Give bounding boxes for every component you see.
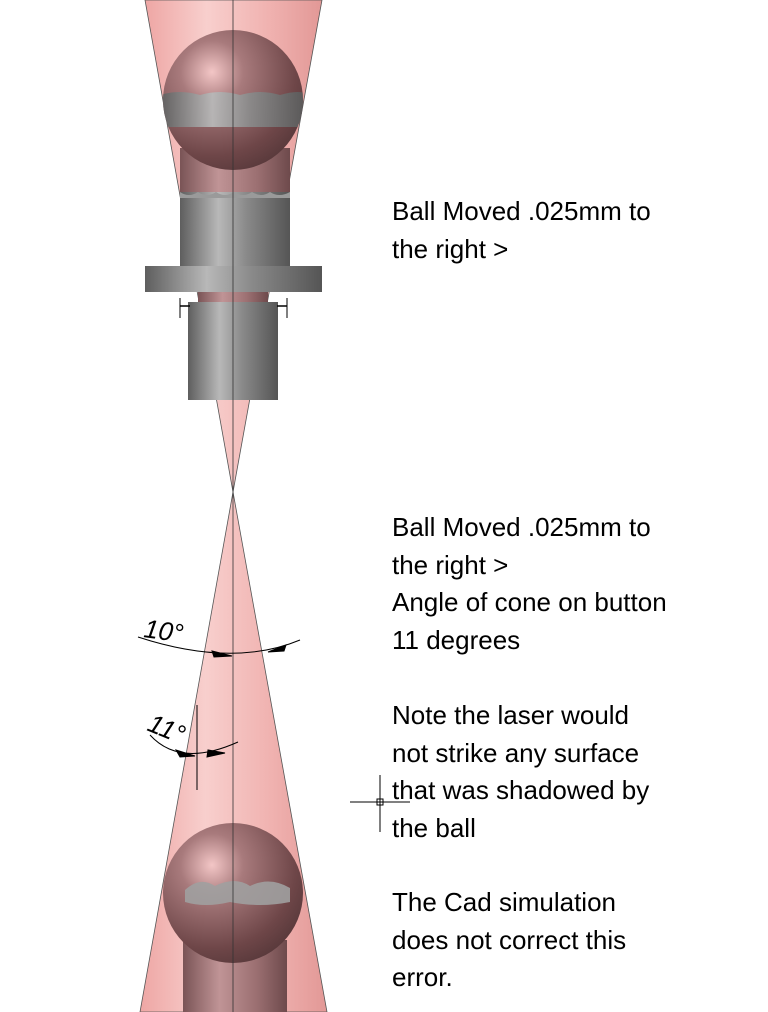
note-line: the ball — [392, 812, 476, 843]
note-ball-moved-2: Ball Moved .025mm to the right > Angle o… — [392, 509, 667, 659]
note-line: does not correct this — [392, 924, 627, 955]
note-line: Ball Moved .025mm to — [392, 196, 651, 226]
note-line: 11 degrees — [392, 624, 521, 655]
note-line: error. — [392, 962, 453, 992]
lower-ball-probe — [163, 823, 303, 1012]
note-laser-shadow: Note the laser would not strike any surf… — [392, 697, 649, 847]
crosshair-cursor-icon — [350, 775, 410, 832]
note-line: the right > — [392, 549, 509, 580]
note-line: that was shadowed by — [392, 775, 650, 805]
upper-angle-label: 10° — [142, 613, 185, 648]
lower-angle-label: 11° — [144, 708, 190, 750]
note-line: The Cad simulation — [392, 887, 616, 917]
note-line: not strike any surface — [392, 737, 640, 768]
note-line: Ball Moved .025mm to — [392, 512, 651, 542]
angle-dimension-10 — [137, 636, 301, 790]
note-cad-simulation: The Cad simulation does not correct this… — [392, 884, 626, 997]
note-line: Note the laser would — [392, 700, 630, 730]
note-line: Angle of cone on button — [392, 587, 667, 617]
note-ball-moved-1: Ball Moved .025mm to the right > — [392, 193, 651, 268]
upper-ball-probe — [145, 30, 322, 400]
note-line: the right > — [392, 233, 509, 264]
